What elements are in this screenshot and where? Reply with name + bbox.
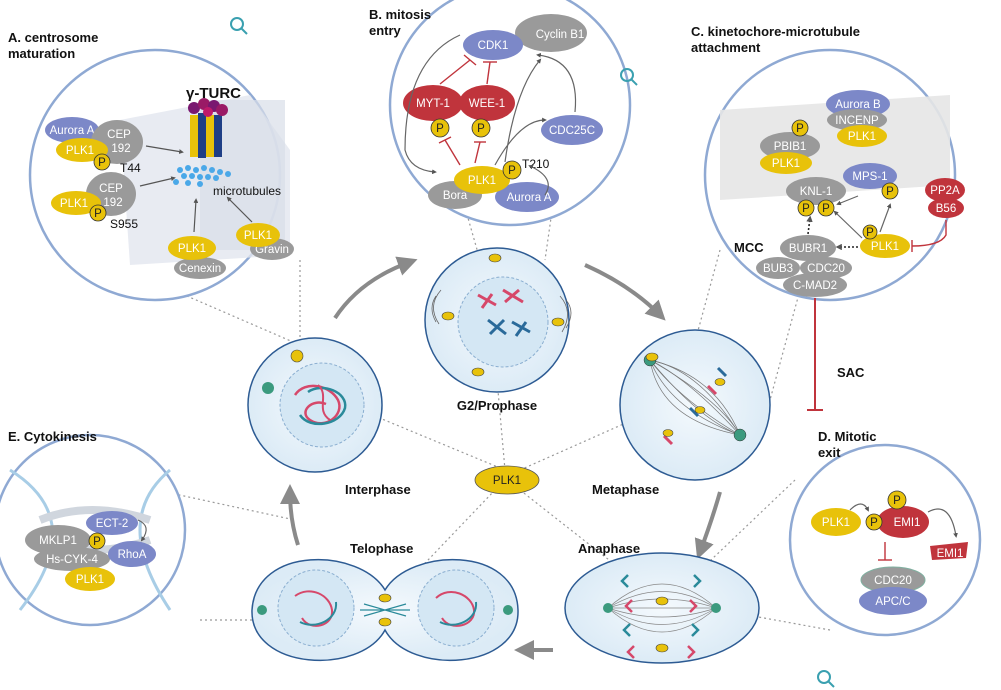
label-g2-prophase: G2/Prophase [457, 398, 537, 413]
svg-text:INCENP: INCENP [835, 115, 879, 127]
svg-text:T44: T44 [120, 161, 141, 175]
svg-text:CDC25C: CDC25C [549, 125, 595, 137]
svg-text:P: P [802, 203, 810, 215]
svg-text:CEP: CEP [99, 183, 123, 195]
svg-text:C-MAD2: C-MAD2 [793, 280, 837, 292]
svg-text:CDC20: CDC20 [807, 263, 845, 275]
svg-text:P: P [822, 203, 830, 215]
svg-text:PLK1: PLK1 [468, 175, 496, 187]
svg-text:CEP: CEP [107, 129, 131, 141]
panel-c-kinetochore: C. kinetochore-microtubule attachment Au… [691, 24, 965, 302]
interphase-cell [247, 337, 383, 473]
svg-text:P: P [870, 517, 878, 529]
svg-text:PLK1: PLK1 [178, 243, 206, 255]
svg-text:P: P [436, 123, 444, 135]
svg-text:PP2A: PP2A [930, 185, 960, 197]
svg-text:WEE-1: WEE-1 [469, 98, 505, 110]
svg-text:ECT-2: ECT-2 [96, 518, 129, 530]
svg-text:P: P [796, 123, 804, 135]
svg-text:PLK1: PLK1 [76, 574, 104, 586]
metaphase-cell [619, 329, 771, 481]
svg-text:P: P [508, 165, 516, 177]
svg-text:S955: S955 [110, 217, 138, 231]
panel-d-mitotic-exit: D. Mitotic exit PLK1 EMI1 P P EMI1 CDC20… [788, 429, 982, 688]
svg-text:PLK1: PLK1 [60, 198, 88, 210]
panel-e-cytokinesis: E. Cytokinesis ECT-2 MKLP1 Hs-CYK-4 P Rh… [0, 429, 187, 627]
svg-text:Aurora A: Aurora A [50, 125, 95, 137]
svg-text:Aurora B: Aurora B [835, 99, 881, 111]
zoom-icon [620, 68, 634, 82]
svg-text:MKLP1: MKLP1 [39, 535, 77, 547]
svg-text:P: P [93, 536, 101, 548]
panel-e-title: E. Cytokinesis [8, 429, 97, 444]
svg-text:MYT-1: MYT-1 [416, 98, 450, 110]
svg-text:BUBR1: BUBR1 [789, 243, 827, 255]
telophase-cell [251, 558, 519, 661]
svg-text:PLK1: PLK1 [244, 230, 272, 242]
gamma-turc-label: γ-TURC [186, 85, 241, 102]
svg-text:P: P [866, 227, 874, 239]
svg-text:192: 192 [103, 197, 122, 209]
svg-text:Cenexin: Cenexin [179, 263, 221, 275]
svg-text:MPS-1: MPS-1 [852, 171, 887, 183]
panel-a-centrosome: A. centrosome maturation γ-TURC microtub… [8, 17, 294, 302]
svg-text:P: P [893, 495, 901, 507]
svg-text:PLK1: PLK1 [871, 241, 899, 253]
svg-text:P: P [94, 208, 102, 220]
svg-text:CDK1: CDK1 [478, 40, 509, 52]
panel-a-title: A. centrosome [8, 30, 98, 45]
svg-text:PLK1: PLK1 [772, 158, 800, 170]
svg-text:PBIB1: PBIB1 [774, 141, 807, 153]
panel-b-title2: entry [369, 23, 402, 38]
panel-d-title: D. Mitotic [818, 429, 877, 444]
svg-text:Bora: Bora [443, 190, 468, 202]
panel-b-mitosis-entry: B. mitosis entry Cyclin B1 CDK1 MYT-1 P … [369, 0, 638, 227]
panel-c-title2: attachment [691, 40, 761, 55]
svg-text:PLK1: PLK1 [822, 517, 850, 529]
zoom-icon [230, 17, 244, 31]
label-metaphase: Metaphase [592, 482, 659, 497]
svg-text:BUB3: BUB3 [763, 263, 793, 275]
svg-text:P: P [477, 123, 485, 135]
panel-b-title: B. mitosis [369, 7, 431, 22]
svg-text:P: P [98, 157, 106, 169]
label-anaphase: Anaphase [578, 541, 640, 556]
label-interphase: Interphase [345, 482, 411, 497]
zoom-icon [817, 670, 831, 684]
cycle-arrows [280, 256, 722, 660]
label-telophase: Telophase [350, 541, 413, 556]
panel-a-title2: maturation [8, 46, 75, 61]
svg-text:EMI1: EMI1 [894, 517, 921, 529]
svg-text:Gravin: Gravin [255, 244, 289, 256]
svg-text:Hs-CYK-4: Hs-CYK-4 [46, 554, 98, 566]
svg-text:PLK1: PLK1 [66, 145, 94, 157]
svg-text:MCC: MCC [734, 240, 764, 255]
svg-text:B56: B56 [936, 203, 956, 215]
svg-text:PLK1: PLK1 [493, 475, 521, 487]
svg-text:EMI1: EMI1 [937, 548, 964, 560]
svg-text:APC/C: APC/C [875, 596, 910, 608]
anaphase-cell [564, 552, 760, 664]
svg-text:Cyclin B1: Cyclin B1 [536, 29, 585, 41]
svg-text:Aurora A: Aurora A [507, 192, 552, 204]
panel-c-title: C. kinetochore-microtubule [691, 24, 860, 39]
sac-label: SAC [837, 365, 865, 380]
svg-text:PLK1: PLK1 [848, 131, 876, 143]
panel-d-title2: exit [818, 445, 841, 460]
svg-text:CDC20: CDC20 [874, 575, 912, 587]
svg-text:KNL-1: KNL-1 [800, 186, 833, 198]
svg-text:192: 192 [111, 143, 130, 155]
sac-inhibition: SAC [807, 298, 865, 411]
svg-text:P: P [886, 186, 894, 198]
center-plk1: PLK1 [474, 465, 540, 495]
microtubules-label: microtubules [213, 184, 281, 198]
svg-text:RhoA: RhoA [118, 549, 147, 561]
g2-prophase-cell [424, 247, 572, 393]
